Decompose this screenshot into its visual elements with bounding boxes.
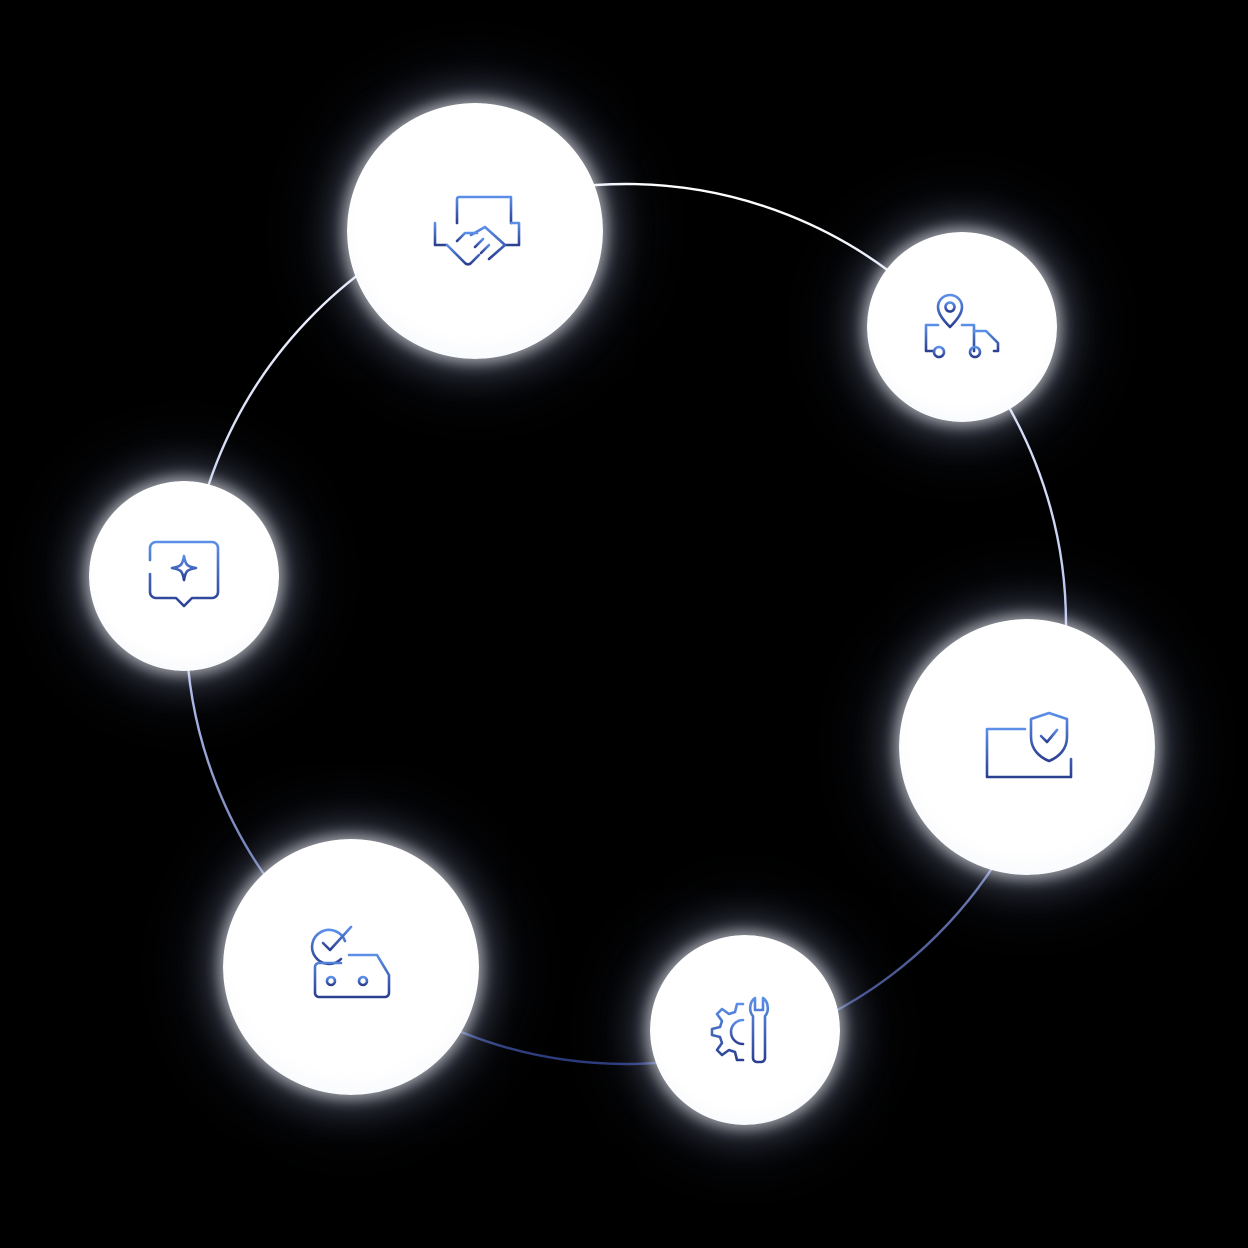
node-gear-wrench[interactable] — [650, 935, 840, 1125]
node-card-shield[interactable] — [899, 619, 1155, 875]
node-document-handshake[interactable] — [347, 103, 603, 359]
gear-wrench-icon — [703, 988, 787, 1072]
car-checkmark-icon — [301, 917, 401, 1017]
node-delivery-truck[interactable] — [867, 232, 1057, 422]
node-chat-sparkle[interactable] — [89, 481, 279, 671]
card-shield-check-icon — [977, 697, 1077, 797]
chat-sparkle-icon — [142, 534, 226, 618]
document-handshake-icon — [427, 183, 523, 279]
node-car-check[interactable] — [223, 839, 479, 1095]
delivery-truck-location-icon — [920, 285, 1004, 369]
